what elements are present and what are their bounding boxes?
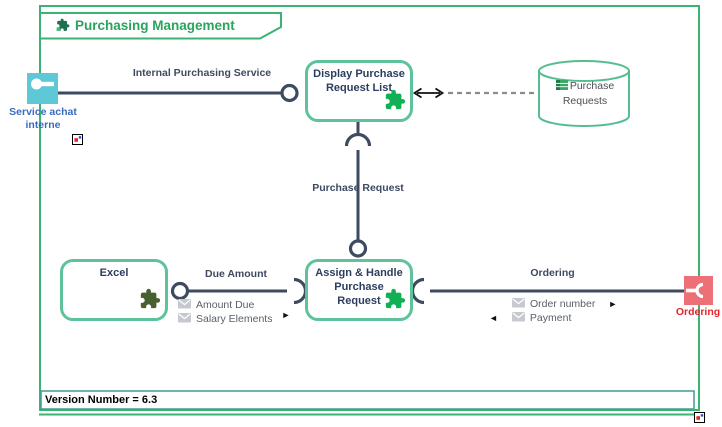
component-title: Assign & Handle Purchase Request <box>315 267 403 307</box>
flow-direction-left-icon: ◄ <box>489 312 498 323</box>
puzzle-icon <box>384 89 406 116</box>
table-icon <box>555 79 568 95</box>
message-envelope-icon <box>177 297 192 312</box>
datastore-title: Purchase Requests <box>562 80 615 107</box>
flow-item-label: Payment <box>529 312 572 324</box>
flow-direction-right-icon: ► <box>608 298 618 309</box>
ordering-port-label[interactable]: Ordering <box>675 306 721 318</box>
flow-item-label: Salary Elements <box>196 313 273 325</box>
datastore-label[interactable]: Purchase Requests <box>544 79 626 108</box>
required-interface-icon <box>686 282 704 299</box>
service-achat-port-label[interactable]: Service achat interne <box>9 106 77 132</box>
diagram-title: Purchasing Management <box>75 18 235 33</box>
component-excel[interactable]: Excel <box>60 259 168 321</box>
message-envelope-icon <box>511 310 526 325</box>
connector-purchase-request[interactable] <box>344 122 372 258</box>
connector-due-amount[interactable] <box>170 277 308 305</box>
title-tab-shape[interactable] <box>39 12 282 40</box>
puzzle-icon <box>139 288 161 315</box>
ordering-port[interactable] <box>684 276 713 305</box>
provided-interface-icon <box>31 78 54 90</box>
purchase-request-label[interactable]: Purchase Request <box>312 182 404 194</box>
version-note[interactable]: Version Number = 6.3 <box>45 394 158 406</box>
component-assign-handle-purchase-request[interactable]: Assign & Handle Purchase Request <box>305 259 413 321</box>
flow-direction-right-icon: ► <box>281 309 291 320</box>
ordering-flow-item-1[interactable]: Order number ► <box>511 296 618 311</box>
frame-border[interactable] <box>39 5 700 411</box>
component-puzzle-icon <box>56 18 70 37</box>
component-display-purchase-request-list[interactable]: Display Purchase Request List <box>305 60 413 122</box>
flow-item-label: Amount Due <box>196 299 255 311</box>
component-title: Excel <box>99 267 129 279</box>
puzzle-icon <box>384 288 406 315</box>
flow-item[interactable]: Amount Due <box>177 297 290 312</box>
component-title: Display Purchase Request List <box>313 68 405 94</box>
message-envelope-icon <box>511 296 526 311</box>
flow-item[interactable]: Salary Elements ► <box>177 309 291 326</box>
message-envelope-icon <box>177 311 192 326</box>
due-amount-flow-items: Amount Due Salary Elements ► <box>177 297 291 326</box>
connector-display-to-datastore[interactable] <box>412 87 538 99</box>
ordering-label[interactable]: Ordering <box>530 267 575 279</box>
connector-internal-purchasing-service[interactable] <box>58 83 299 103</box>
service-achat-port[interactable] <box>27 73 58 104</box>
internal-purchasing-service-label[interactable]: Internal Purchasing Service <box>132 67 272 79</box>
version-strip[interactable] <box>40 390 695 410</box>
due-amount-label[interactable]: Due Amount <box>204 268 268 280</box>
flow-item-label: Order number <box>530 298 596 310</box>
anchor-marker-icon[interactable] <box>694 410 705 427</box>
anchor-marker-icon[interactable] <box>72 132 83 150</box>
ordering-flow-item-2[interactable]: ◄ Payment <box>489 310 572 325</box>
